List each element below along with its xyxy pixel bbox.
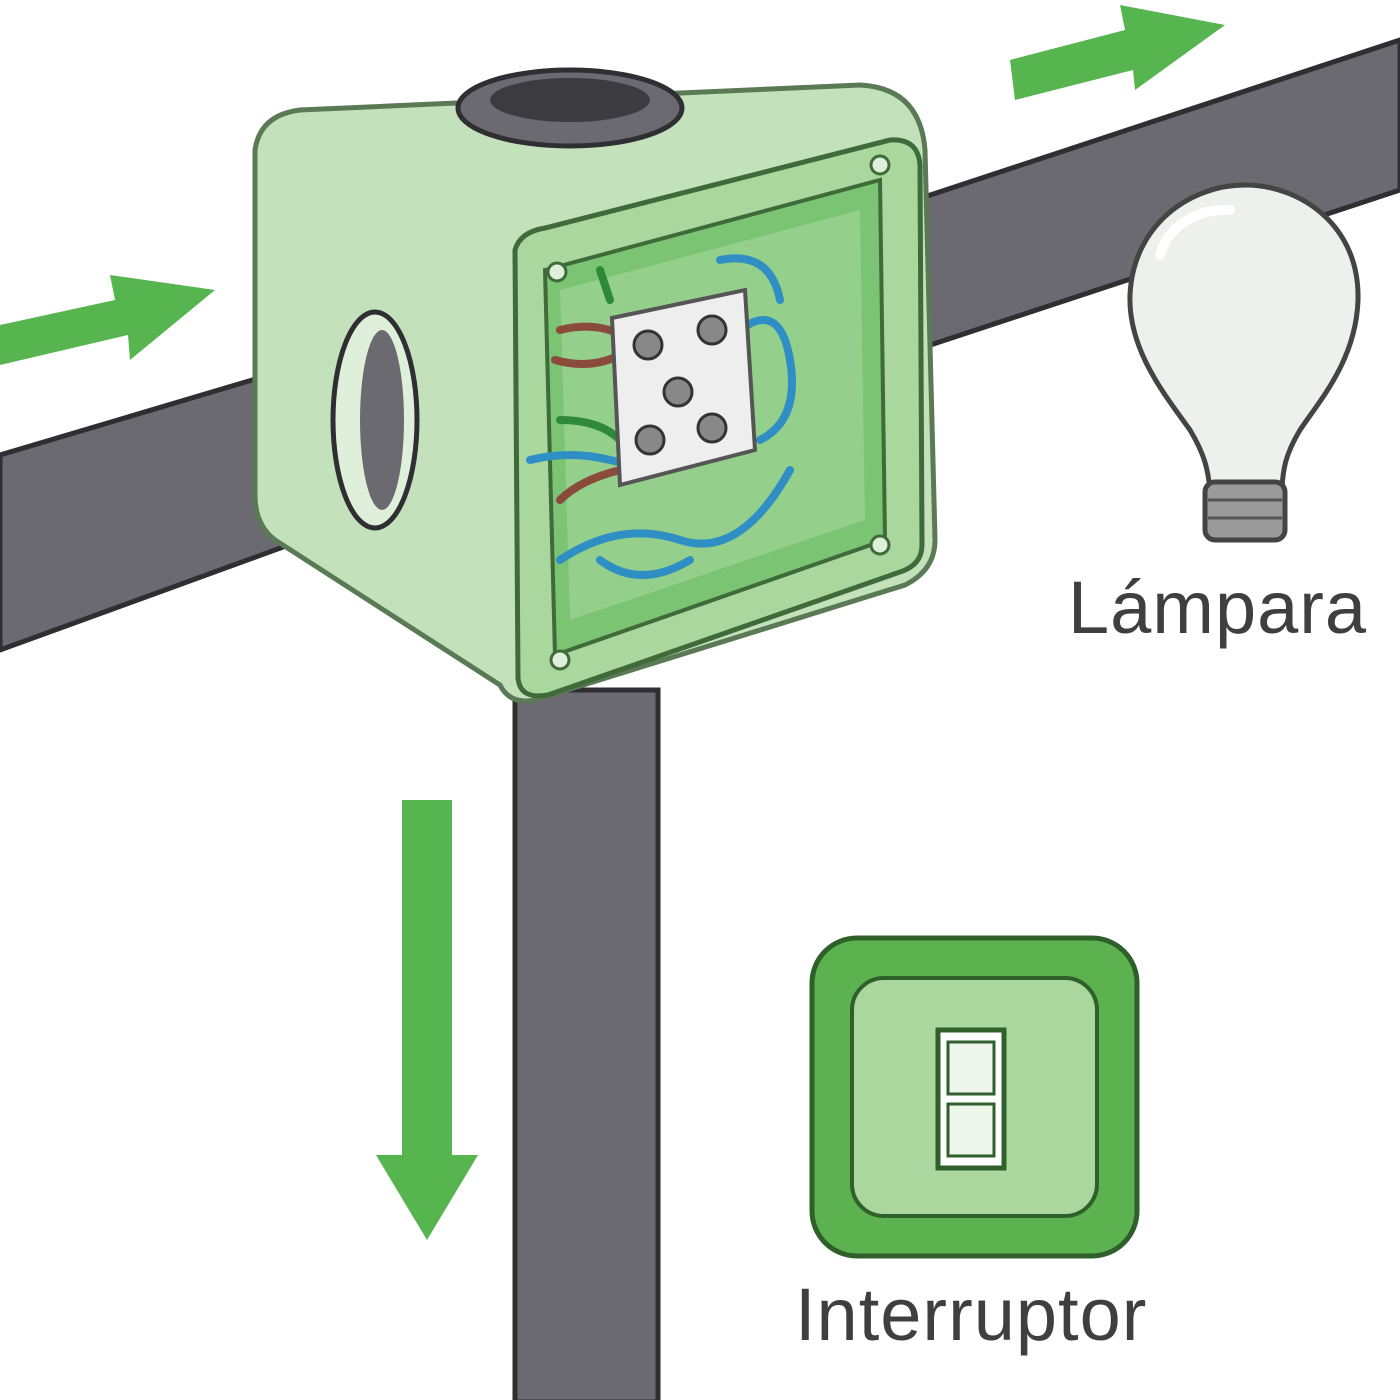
lamp-label: Lámpara — [1068, 566, 1368, 649]
arrow-right-icon — [0, 275, 215, 365]
arrow-right-icon — [1010, 5, 1225, 100]
switch-label: Interruptor — [795, 1273, 1148, 1356]
conduit-to-switch — [512, 687, 661, 1400]
junction-box — [252, 67, 938, 704]
arrow-down-icon — [376, 800, 478, 1240]
wall-switch-icon — [809, 935, 1140, 1259]
light-bulb-icon — [1127, 182, 1361, 543]
terminal-block — [609, 287, 758, 488]
